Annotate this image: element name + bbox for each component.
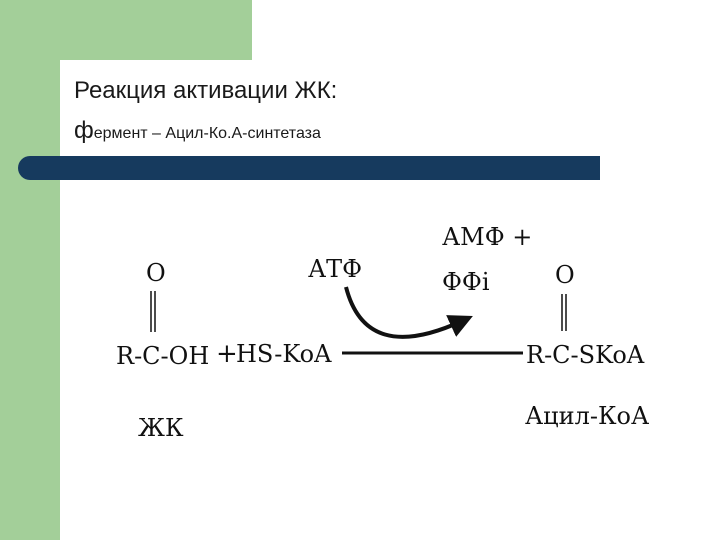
coenzyme-a: HS-KoA xyxy=(236,340,332,368)
subtitle-rest: ермент – Ацил-Ко.А-синтетаза xyxy=(93,125,321,142)
curved-arrow xyxy=(344,286,473,339)
slide-subtitle: фермент – Ацил-Ко.А-синтетаза xyxy=(74,117,321,145)
subtitle-initial-letter: ф xyxy=(74,117,94,144)
product-formula: R-C-SKoA xyxy=(526,341,645,369)
atp-label: АТФ xyxy=(308,255,362,283)
ppi-label: ФФi xyxy=(442,268,490,296)
reactant-label: ЖК xyxy=(138,414,184,442)
slide-content-area xyxy=(60,60,720,540)
reactant-formula: R-C-OH xyxy=(116,342,209,370)
title-divider-bar xyxy=(18,156,600,180)
green-accent-left xyxy=(0,0,60,540)
product-label: Ацил-КоА xyxy=(525,402,649,430)
product-oxygen: O xyxy=(555,261,575,289)
plus-sign: + xyxy=(216,339,238,369)
slide-title: Реакция активации ЖК: xyxy=(74,77,338,104)
reactant-oxygen: O xyxy=(146,259,166,287)
amp-label: АМФ + xyxy=(442,223,532,251)
